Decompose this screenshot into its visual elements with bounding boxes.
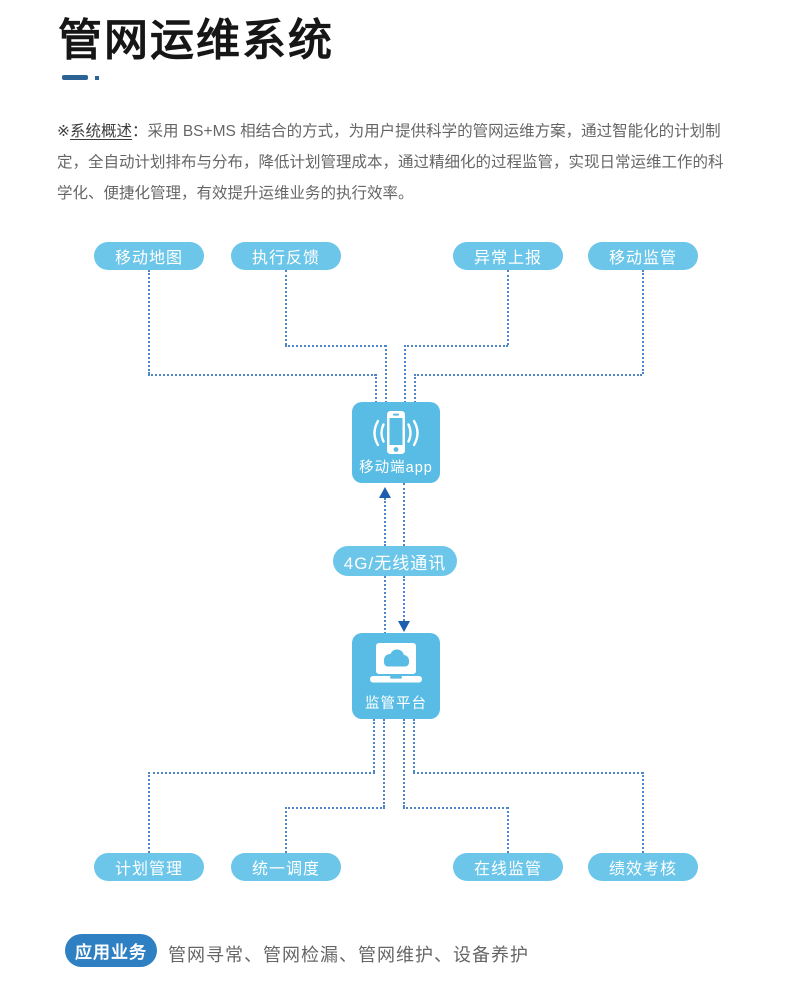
dotted-line xyxy=(285,270,287,345)
dotted-line xyxy=(413,719,415,772)
dotted-line xyxy=(148,270,150,374)
dotted-line xyxy=(642,270,644,374)
dotted-line xyxy=(375,374,377,403)
dotted-line xyxy=(413,772,643,774)
application-business-badge: 应用业务 xyxy=(65,934,157,967)
dotted-line xyxy=(384,576,386,634)
dotted-line xyxy=(285,345,386,347)
overview-body: 采用 BS+MS 相结合的方式，为用户提供科学的管网运维方案，通过智能化的计划制… xyxy=(57,122,724,202)
dotted-line xyxy=(403,719,405,807)
dotted-line xyxy=(414,374,642,376)
arrow-up-icon xyxy=(379,487,391,498)
dotted-line xyxy=(403,807,508,809)
platform-label: 监管平台 xyxy=(365,696,427,712)
dotted-line xyxy=(414,374,416,403)
overview-label: 系统概述 xyxy=(70,122,133,140)
node-execution-feedback[interactable]: 执行反馈 xyxy=(231,242,341,270)
smartphone-signal-icon xyxy=(373,411,419,454)
dotted-line xyxy=(384,498,386,546)
platform-box[interactable]: 监管平台 xyxy=(352,633,440,719)
dotted-line xyxy=(148,772,375,774)
dotted-line xyxy=(385,345,387,403)
link-4g-wireless: 4G/无线通讯 xyxy=(333,546,457,576)
page-title: 管网运维系统 xyxy=(58,16,334,65)
dotted-line xyxy=(285,807,287,853)
node-performance-appraisal[interactable]: 绩效考核 xyxy=(588,853,698,881)
dotted-line xyxy=(403,483,405,546)
node-mobile-supervision[interactable]: 移动监管 xyxy=(588,242,698,270)
dotted-line xyxy=(404,345,508,347)
dotted-line xyxy=(383,719,385,807)
node-online-supervision[interactable]: 在线监管 xyxy=(453,853,563,881)
dotted-line xyxy=(404,345,406,403)
dotted-line xyxy=(642,772,644,853)
dotted-line xyxy=(507,270,509,345)
dotted-line xyxy=(507,807,509,853)
title-dash-decoration xyxy=(62,75,88,80)
dotted-line xyxy=(403,576,405,621)
node-plan-management[interactable]: 计划管理 xyxy=(94,853,204,881)
node-mobile-map[interactable]: 移动地图 xyxy=(94,242,204,270)
node-exception-report[interactable]: 异常上报 xyxy=(453,242,563,270)
dotted-line xyxy=(148,374,376,376)
laptop-cloud-icon xyxy=(370,643,422,683)
application-business-items: 管网寻常、管网检漏、管网维护、设备养护 xyxy=(168,945,529,965)
node-unified-dispatch[interactable]: 统一调度 xyxy=(231,853,341,881)
dotted-line xyxy=(148,772,150,853)
arrow-down-icon xyxy=(398,621,410,632)
dotted-line xyxy=(373,719,375,772)
system-overview-paragraph: ※系统概述：采用 BS+MS 相结合的方式，为用户提供科学的管网运维方案，通过智… xyxy=(57,116,737,209)
mobile-app-box[interactable]: 移动端app xyxy=(352,402,440,483)
overview-colon: ： xyxy=(132,122,148,140)
dotted-line xyxy=(285,807,385,809)
overview-prefix: ※ xyxy=(57,122,70,140)
mobile-app-label: 移动端app xyxy=(359,460,433,476)
title-dot-decoration xyxy=(95,76,99,80)
